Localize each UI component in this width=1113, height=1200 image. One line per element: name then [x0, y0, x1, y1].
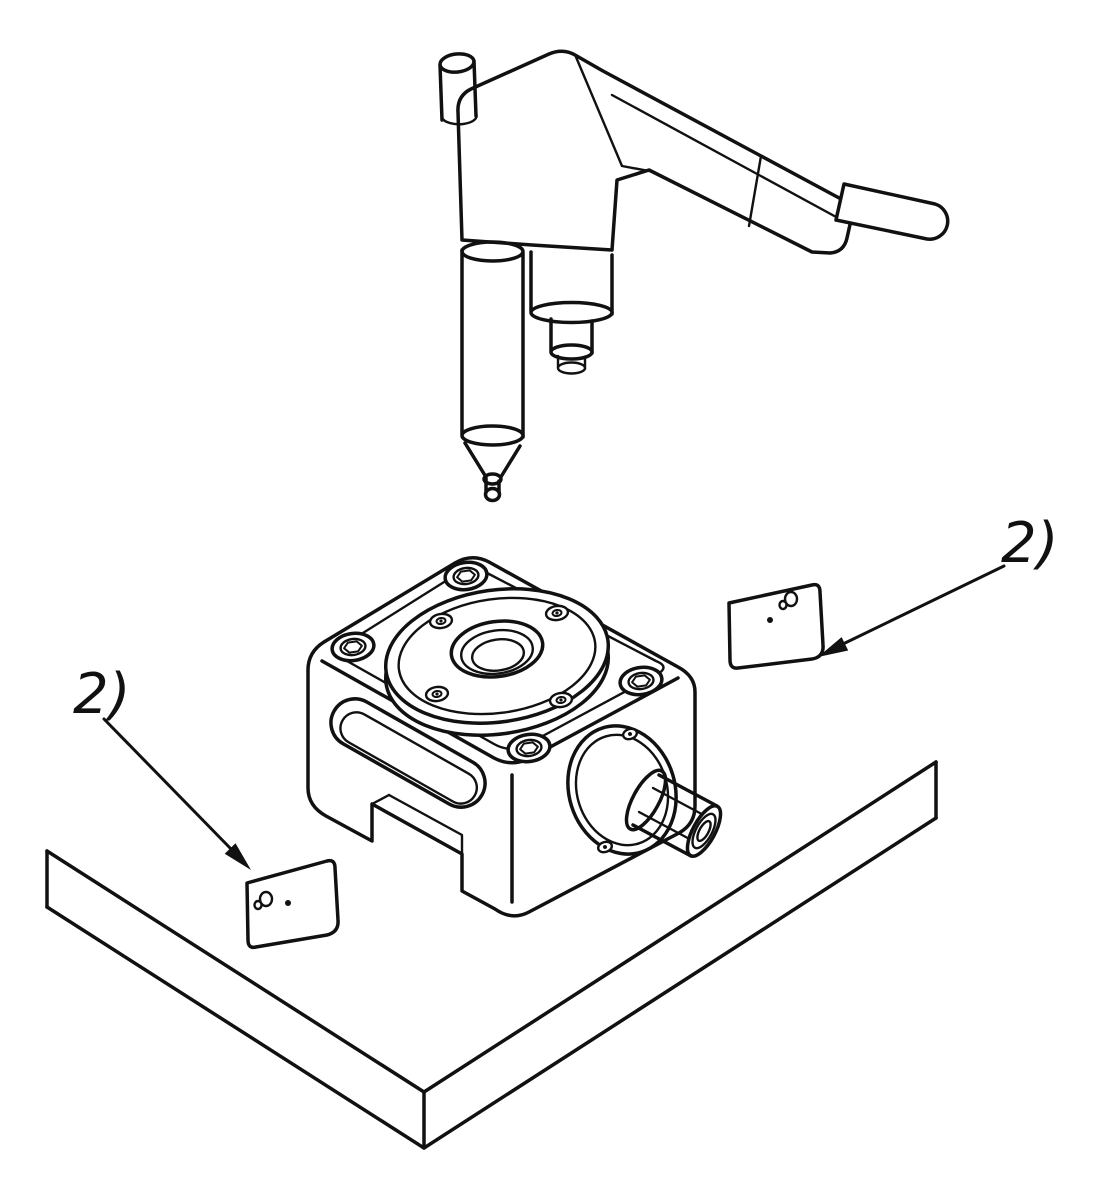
notch-depth-left: [370, 793, 391, 806]
stub-right-edge: [472, 59, 478, 118]
torch-cable: [834, 182, 950, 241]
connector-step-rim: [549, 343, 594, 361]
torch-probe: [460, 240, 525, 503]
torch-body-ridge: [610, 93, 840, 220]
connector-nub-cap: [556, 361, 587, 375]
bottom-notch: [370, 793, 464, 855]
boss-outer-ring: [566, 724, 678, 856]
probe-tip: [463, 441, 522, 503]
leader-line-right: [841, 564, 1006, 646]
probe-top-joint-ring: [460, 240, 525, 263]
side-slot: [329, 697, 487, 809]
notch-floor-edge: [387, 793, 464, 837]
tip-cap: [483, 486, 502, 503]
tip-cone-right: [497, 444, 522, 482]
connector-rim: [529, 300, 614, 325]
plate-outline: [727, 582, 825, 670]
plate-screw: [253, 890, 274, 911]
tip-cone-left: [463, 441, 488, 479]
corner-hex-screw: [618, 665, 664, 697]
block-top-flange: [383, 587, 611, 737]
flange-inner-ring: [397, 596, 597, 716]
arrowhead-right: [818, 637, 849, 657]
stub-cap: [438, 52, 476, 74]
flange-screw: [428, 612, 454, 630]
torch-body-crease: [574, 55, 651, 173]
hex-socket: [456, 569, 476, 583]
plate-locating-dot: [285, 900, 291, 906]
callout-label-right: 2): [1001, 511, 1058, 576]
torch-body: [456, 49, 854, 255]
table-surface: [45, 760, 938, 1150]
probe-fill: [462, 247, 523, 442]
callout-right: 2): [818, 511, 1058, 657]
callout-left: 2): [73, 662, 251, 870]
stub-base-arc: [440, 112, 478, 126]
shaft-end-face: [685, 804, 723, 858]
corner-hex-screw: [330, 631, 376, 663]
slot-inner-floor: [339, 711, 479, 805]
side-boss: [566, 724, 723, 858]
callout-label-left: 2): [73, 662, 130, 727]
hex-socket: [631, 674, 651, 688]
arrowhead-left: [224, 843, 251, 870]
plate-outline: [245, 858, 340, 950]
hex-flat-bottom: [637, 810, 699, 845]
center-bore: [449, 619, 545, 679]
fixture-block: [306, 556, 723, 918]
slot-outer-edge: [329, 697, 487, 809]
torch-boot-joint: [747, 154, 763, 228]
shaft-top-edge: [657, 773, 719, 808]
bore-counterbore-ring: [449, 619, 545, 679]
bore-step-ring: [460, 628, 534, 676]
connector-fill: [531, 250, 612, 318]
torch-unit: [438, 49, 950, 503]
boss-screw: [596, 840, 614, 854]
shaft-collar: [624, 768, 668, 832]
hex-socket: [343, 640, 363, 654]
flange-screw: [548, 691, 574, 709]
output-shaft: [624, 768, 723, 858]
plate-screw: [778, 590, 799, 611]
corner-hex-screw: [443, 560, 489, 592]
stub-left-edge: [438, 63, 444, 122]
plate-locating-dot: [767, 617, 773, 623]
bore-hole-ring: [470, 638, 526, 672]
flange-screw: [424, 685, 450, 703]
boss-screw: [621, 727, 639, 741]
mounting-plate-right: [727, 582, 825, 670]
mounting-plate-left: [245, 858, 340, 950]
shaft-bottom-edge: [631, 823, 693, 858]
torch-top-stub: [438, 52, 478, 126]
hex-socket: [519, 741, 539, 755]
probe-bottom-rim: [460, 424, 525, 447]
side-connector: [529, 250, 614, 375]
tip-ring: [482, 472, 503, 486]
flange-screw: [544, 604, 570, 622]
corner-hex-screw: [506, 732, 552, 764]
leader-line-left: [102, 717, 234, 852]
